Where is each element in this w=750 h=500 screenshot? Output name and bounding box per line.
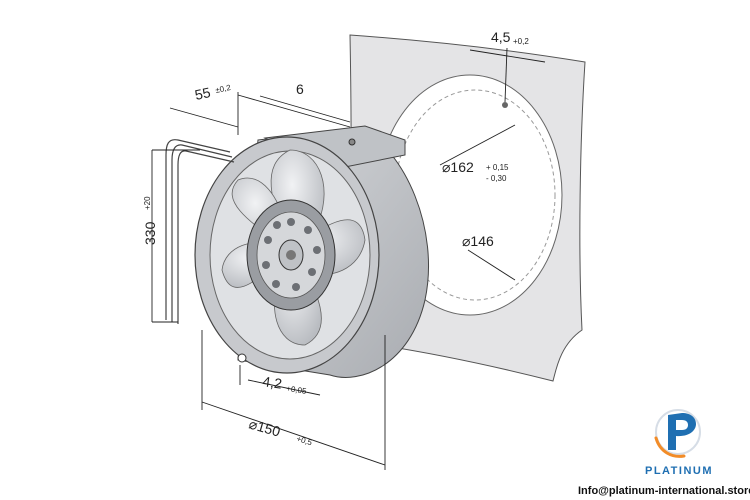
fan-diameter-label: ⌀150 [247,416,282,440]
depth-tolerance: ±0,2 [215,83,233,95]
power-cable [165,139,235,324]
panel-offset-tolerance: +0,2 [513,37,529,46]
mount-hole-tolerance: +0,05 [286,384,308,396]
mount-hole-top [348,138,356,146]
outer-ring-tol-upper: + 0,15 [486,163,509,172]
outer-ring-tol-lower: - 0,30 [486,174,507,183]
logo-wordmark: PLATINUM [645,465,713,477]
contact-email: Info@platinum-international.store [578,485,750,497]
platinum-logo: PLATINUM [645,409,713,477]
mount-hole-label: 4,2 [262,373,284,392]
cable-length-label: 330 [142,221,158,245]
panel-hole [502,102,508,108]
mount-hole-bottom [237,353,247,363]
dimension-lines [151,47,546,470]
motor-hub [237,138,356,363]
depth-label: 55 [193,84,212,103]
flange-label: 6 [296,81,304,97]
logo-mark-icon [668,413,696,450]
panel-offset-label: 4,5 [491,29,511,45]
inner-ring-diameter-label: ⌀146 [462,233,494,249]
panel-ring-dashed [394,89,556,301]
fan-diameter-tolerance: +0,5 [295,434,313,447]
outer-ring-diameter-label: ⌀162 [442,159,474,175]
cable-length-tolerance: +20 [143,196,152,210]
